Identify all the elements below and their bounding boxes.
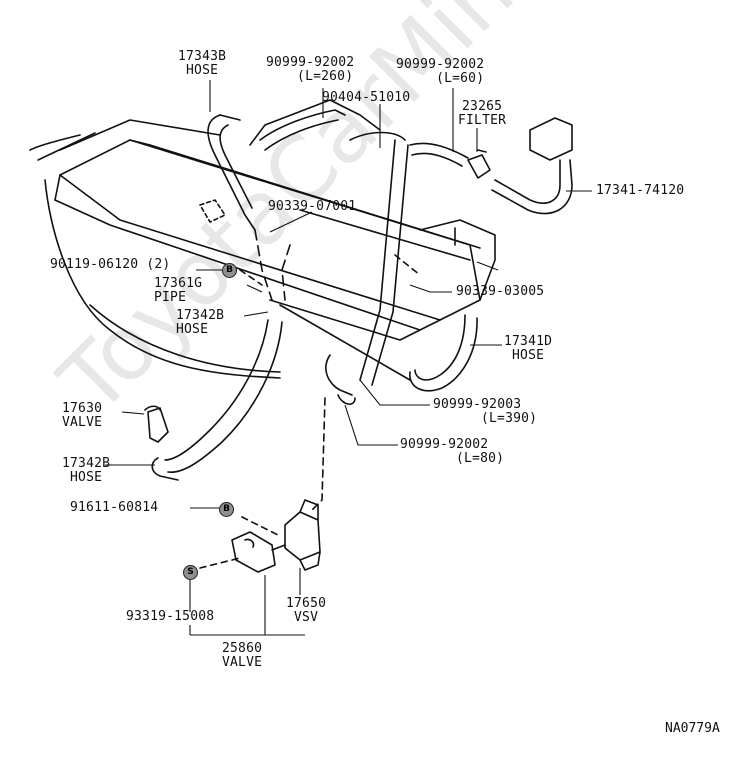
hose-17342b [167,321,283,473]
label-pipe-17361g: 17361G PIPE [154,276,203,305]
leader-92002-l80 [344,404,398,446]
hose-17342b [151,457,179,481]
engine-block-edge [249,99,381,146]
hose-17341-74120 [494,159,561,204]
valve-17630 [147,407,169,443]
label-hose-17342b-bottom: 17342B HOSE [62,456,111,485]
label-filter-23265: 23265 FILTER [458,99,507,128]
label-bolt-91611: 91611-60814 [70,500,159,515]
hose-l80 [325,354,353,396]
hose-l60 [411,152,463,167]
hose-17341d [414,314,466,381]
diagram-code: NA0779A [665,721,720,736]
leader-17342b-top [243,311,269,317]
label-vsv-17650: 17650 VSV [286,596,327,625]
hose-l60 [409,142,469,159]
label-hose-l60: 90999-92002 (L=60) [396,57,485,86]
vapor-canister [529,117,573,161]
label-hose-17343b: 17343B HOSE [178,49,227,78]
leader-90339-07001 [269,211,313,233]
hose-l390 [359,139,396,381]
manifold-edge [59,119,221,151]
marker-b-bottom: B [219,502,234,517]
label-hose-l390: 90999-92003 (L=390) [433,397,538,426]
filter [477,149,487,153]
label-hose-17342b-top: 17342B HOSE [176,308,225,337]
valve-25860 [231,531,276,573]
engine-block-edge [54,199,421,331]
manifold-edge [89,304,281,373]
label-valve-17630: 17630 VALVE [62,401,103,430]
label-clamp-90404: 90404-51010 [322,90,411,105]
hose-17341d [409,317,478,392]
hose-l390 [349,131,406,141]
engine-block-edge [279,304,411,381]
manifold-edge [29,134,81,151]
hose-17342b [164,319,269,461]
leader-17361g [246,284,263,293]
marker-s: S [183,565,198,580]
label-hose-l260: 90999-92002 (L=260) [266,55,355,84]
label-bolt-90119: 90119-06120 (2) [50,257,171,272]
canister [419,219,496,301]
hose-17343b [219,124,253,209]
vsv-17650 [284,511,321,561]
leader-17630 [121,411,145,415]
engine-block-edge [129,139,481,249]
marker-b-top: B [222,263,237,278]
label-plug-90339-07001: 90339-07001 [268,199,357,214]
vacuum-line [311,397,326,511]
hose-l260 [264,119,339,151]
manifold-edge [44,179,281,379]
valve-25860 [271,544,286,551]
valve-17630 [144,405,161,411]
pointer-dash [241,516,279,536]
vsv-17650 [299,499,319,521]
valve-25860 [244,538,255,548]
label-hose-17341d: 17341D HOSE [504,334,553,363]
leader-right-hose [476,261,499,271]
pipe-17361g [281,244,291,301]
clamp-dashed [199,199,226,223]
label-screw-93319: 93319-15008 [126,609,215,624]
engine-block-edge [269,299,441,341]
hose-l390 [371,144,409,386]
hose-l80 [337,394,356,405]
vsv-17650 [299,551,321,571]
hose-17341-74120 [491,159,573,215]
hose-17343b [207,114,256,231]
pointer-dash [199,557,241,569]
engine-block-edge [299,209,471,261]
pointer-dash [239,269,263,286]
label-valve-25860: 25860 VALVE [222,641,263,670]
hose-l260 [259,109,346,141]
label-plug-90339-03005: 90339-03005 [456,284,545,299]
leader-92003 [359,379,430,406]
hose-17343b [219,114,241,121]
label-hose-17341-74120: 17341-74120 [596,183,685,198]
pointer-dash [394,254,421,276]
engine-block-edge [54,174,61,201]
label-hose-l80: 90999-92002 (L=80) [400,437,505,466]
pipe-17361g [254,229,273,301]
filter [467,154,491,179]
leader-90339-03005 [409,284,452,293]
